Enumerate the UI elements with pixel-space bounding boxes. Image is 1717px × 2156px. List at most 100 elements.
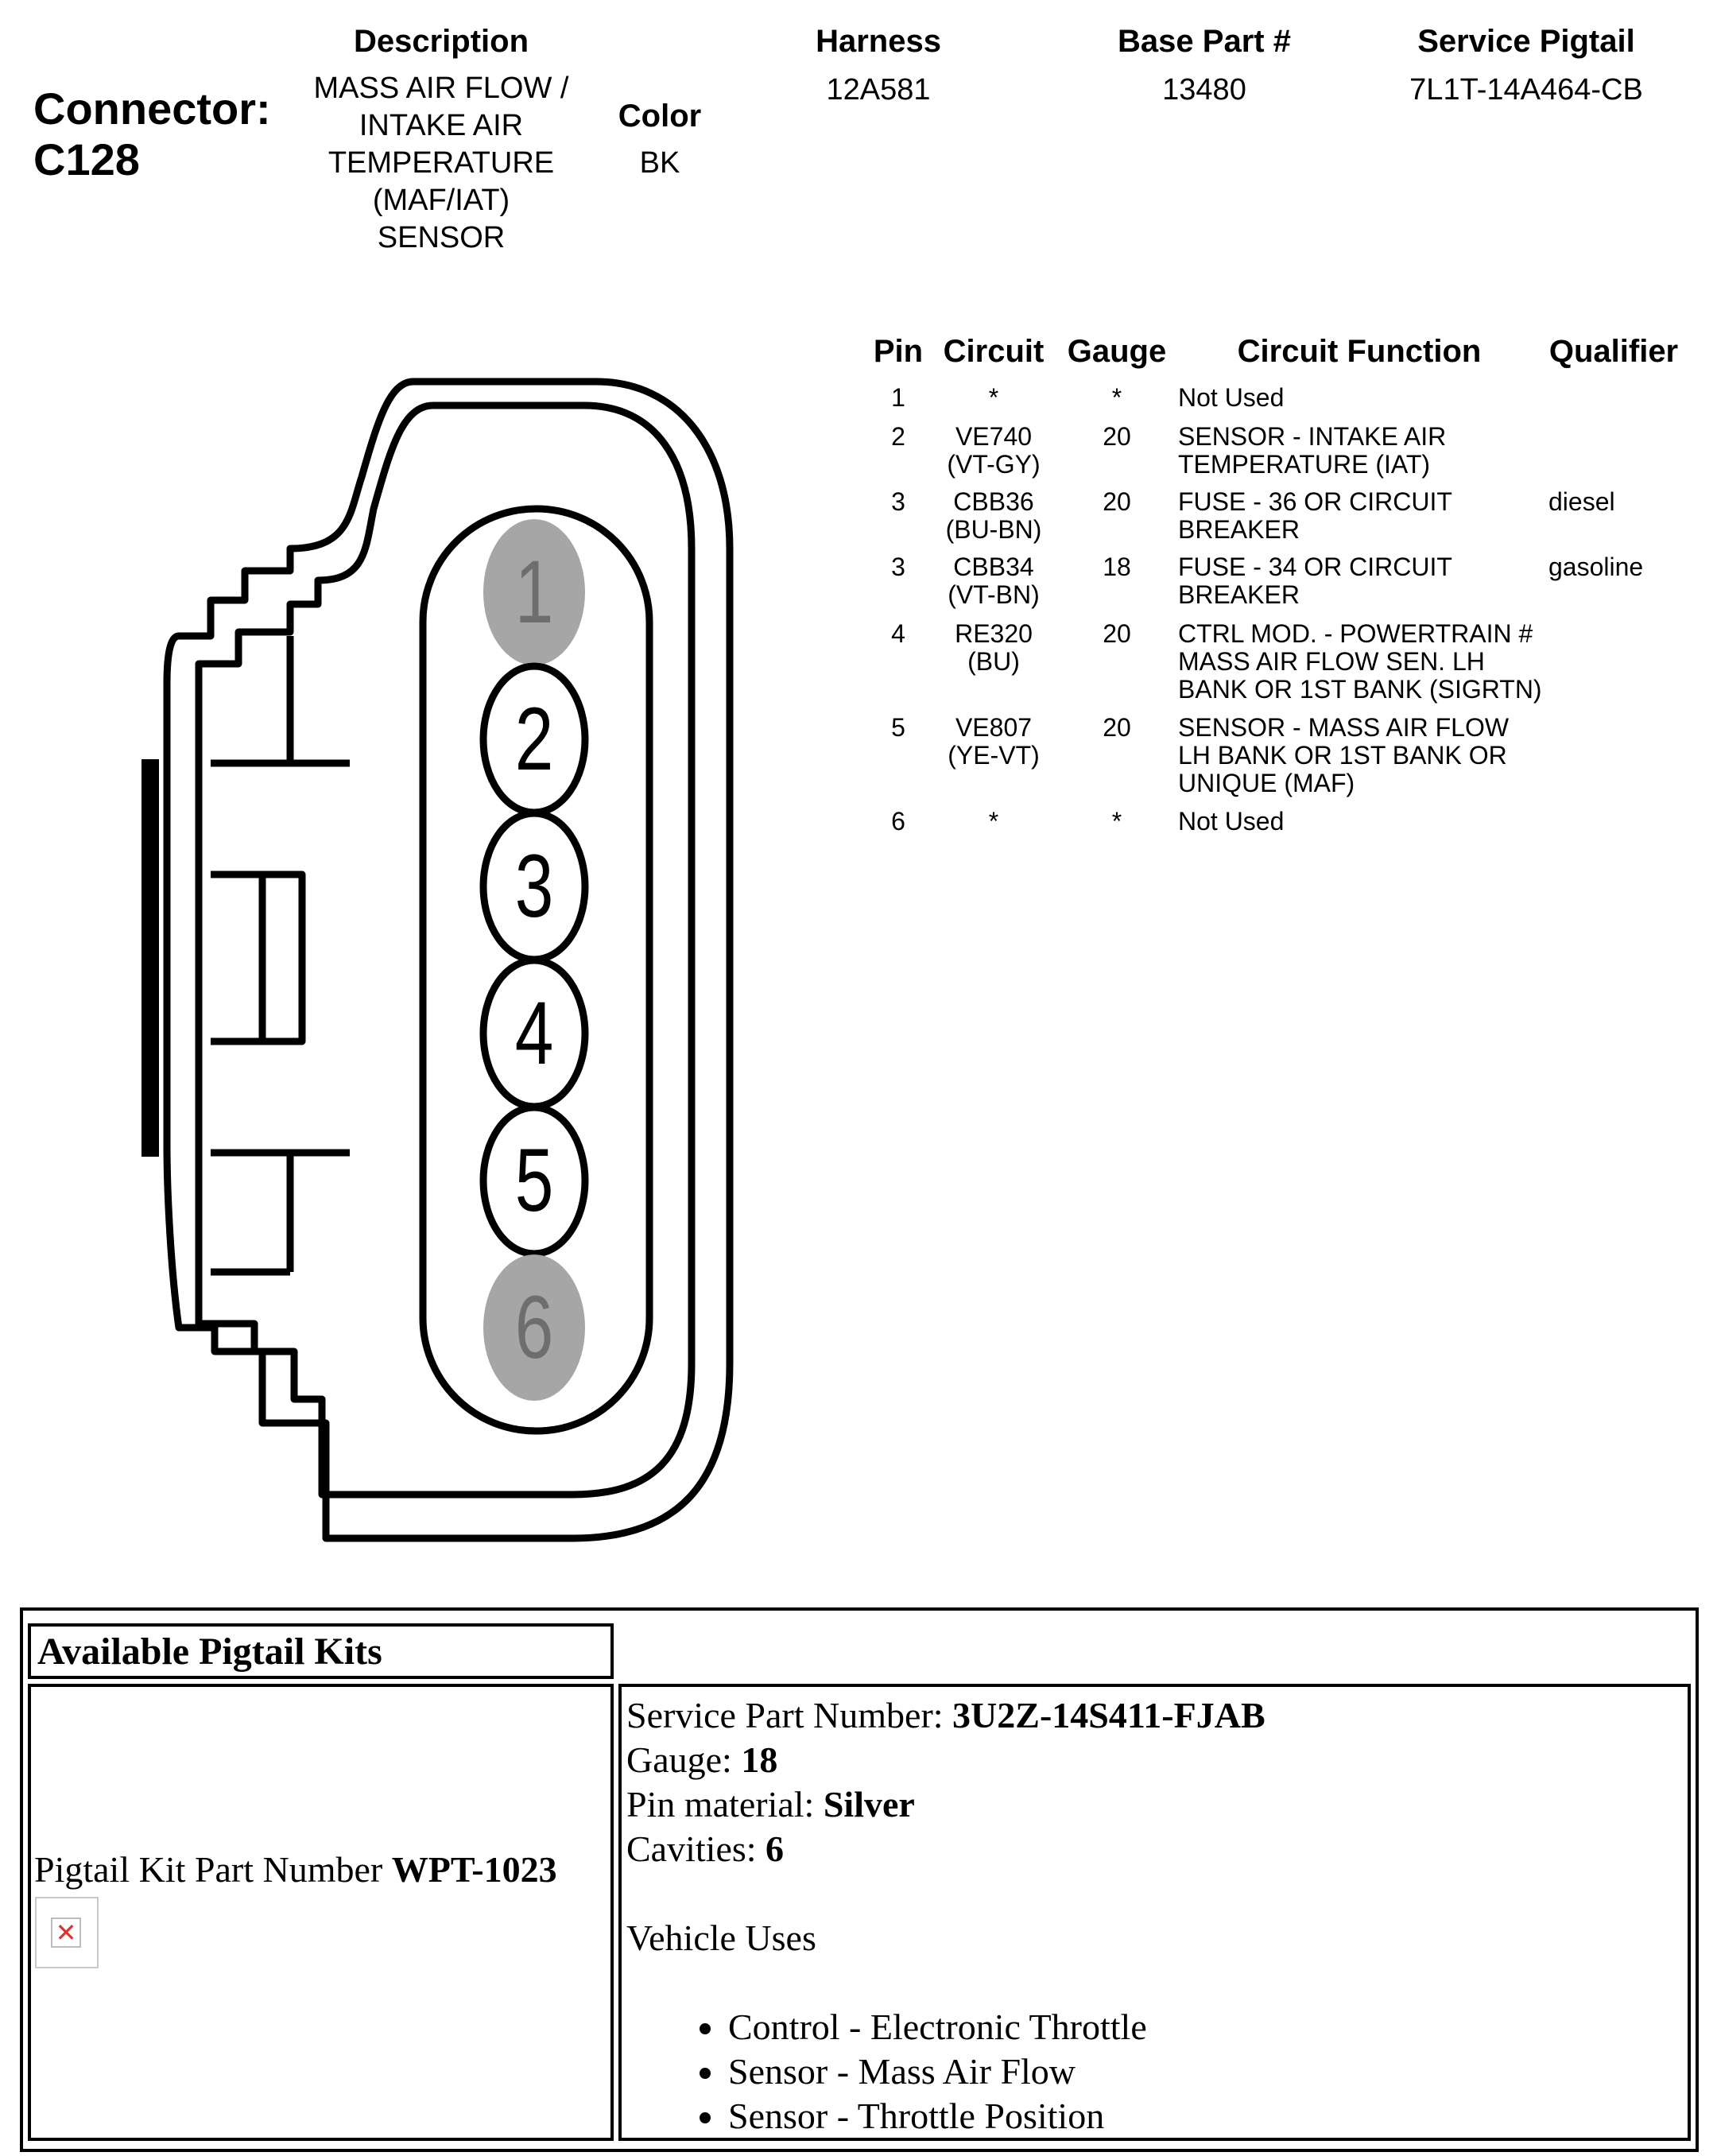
circuit-color-line: (BU-BN) [945, 515, 1042, 544]
pin-5-label: 5 [515, 1131, 554, 1231]
description-line: TEMPERATURE [328, 146, 555, 180]
gauge-value: * [1111, 807, 1122, 836]
circuit-code: RE320 (BU) [930, 620, 1057, 676]
circuit-function: SENSOR - MASS AIR FLOW LH BANK OR 1ST BA… [1178, 714, 1509, 797]
circuit-function: SENSOR - INTAKE AIR TEMPERATURE (IAT) [1178, 423, 1446, 479]
circuit-code-line: VE740 [955, 422, 1033, 451]
cavities-value: 6 [765, 1828, 785, 1869]
kit-label: Pigtail Kit Part Number [34, 1849, 392, 1890]
pin-number: 1 [891, 383, 905, 412]
pin-3: 3 [479, 809, 589, 964]
column-header-qualifier: Qualifier [1548, 334, 1679, 369]
circuit-code: CBB36 (BU-BN) [930, 488, 1057, 544]
gauge-value: * [1111, 383, 1122, 412]
pin-number: 4 [891, 619, 905, 648]
column-header-gauge: Gauge [1067, 334, 1167, 369]
circuit-code: CBB34 (VT-BN) [930, 553, 1057, 609]
gauge-label: Gauge: [626, 1739, 742, 1780]
pin-number: 5 [891, 713, 905, 742]
circuit-code-line: VE807 [955, 713, 1033, 742]
latch-detail [211, 759, 350, 1157]
service-part-label: Service Part Number: [626, 1695, 953, 1735]
column-header-circuit-function: Circuit Function [1237, 334, 1482, 369]
function-line: TEMPERATURE (IAT) [1178, 450, 1431, 479]
function-line: BREAKER [1178, 580, 1300, 609]
pin-6-circle [483, 1254, 585, 1401]
description-line: (MAF/IAT) [372, 184, 510, 217]
circuit-code: VE807 (YE-VT) [930, 714, 1057, 770]
gauge-value: 20 [1103, 619, 1131, 648]
vehicle-uses-heading: Vehicle Uses [626, 1918, 816, 1958]
kit-number: WPT-1023 [391, 1849, 557, 1890]
pin-5: 5 [479, 1103, 589, 1258]
gauge-value: 20 [1103, 713, 1131, 742]
latch-detail [211, 636, 294, 1276]
circuit-code: * [988, 383, 999, 412]
function-line: SENSOR - MASS AIR FLOW [1178, 713, 1510, 742]
pin-number: 6 [891, 807, 905, 836]
circuit-function: CTRL MOD. - POWERTRAIN # MASS AIR FLOW S… [1178, 620, 1542, 704]
pin-6-label: 6 [515, 1278, 554, 1378]
base-part-value: 13480 [1162, 73, 1246, 107]
gauge-value: 20 [1103, 422, 1131, 451]
pin-number: 3 [891, 487, 905, 516]
description-value: MASS AIR FLOW / INTAKE AIR TEMPERATURE (… [266, 70, 616, 257]
pin-2: 2 [479, 662, 589, 816]
gauge-value: 18 [1103, 553, 1131, 581]
pin-6: 6 [483, 1254, 585, 1401]
circuit-function: Not Used [1178, 383, 1285, 412]
pin-number: 3 [891, 553, 905, 581]
pin-3-label: 3 [515, 837, 554, 936]
qualifier: diesel [1548, 487, 1615, 516]
color-value: BK [639, 146, 680, 180]
connector-id: C128 [33, 134, 140, 184]
pin-4: 4 [479, 956, 589, 1111]
pin-1-label: 1 [515, 543, 554, 642]
pigtail-details-cell: Service Part Number: 3U2Z-14S411-FJAB Ga… [618, 1684, 1691, 2141]
circuit-function: FUSE - 34 OR CIRCUIT BREAKER [1178, 553, 1452, 609]
connector-heading: Connector: C128 [33, 83, 271, 185]
function-line: SENSOR - INTAKE AIR [1178, 422, 1447, 451]
circuit-color-line: (VT-GY) [947, 450, 1041, 479]
pin-1: 1 [483, 519, 585, 665]
pin-group: 1 2 3 4 5 6 [479, 519, 589, 1401]
connector-diagram: 1 2 3 4 5 6 [141, 378, 734, 1542]
pigtail-kits-table [20, 1607, 1699, 2152]
circuit-color-line: (BU) [967, 647, 1020, 676]
column-header-pin: Pin [873, 334, 924, 369]
circuit-function: FUSE - 36 OR CIRCUIT BREAKER [1178, 488, 1452, 544]
base-part-heading: Base Part # [1118, 24, 1291, 59]
column-header-circuit: Circuit [943, 334, 1045, 369]
service-part-value: 3U2Z-14S411-FJAB [952, 1695, 1265, 1735]
circuit-code-line: RE320 [955, 619, 1033, 648]
circuit-color-line: (YE-VT) [948, 741, 1040, 770]
pin-number: 2 [891, 422, 905, 451]
service-pigtail-value: 7L1T-14A464-CB [1409, 73, 1643, 107]
description-line: SENSOR [377, 221, 506, 254]
pin-4-label: 4 [515, 984, 554, 1084]
cavities: Cavities: 6 [626, 1827, 1683, 1871]
circuit-code-line: CBB34 [953, 553, 1034, 581]
pigtail-kits-title: Available Pigtail Kits [37, 1631, 382, 1673]
list-item: Control - Electronic Throttle [727, 2005, 1683, 2049]
harness-heading: Harness [816, 24, 941, 59]
list-item: Sensor - Throttle Position [727, 2094, 1683, 2139]
description-heading: Description [353, 24, 529, 59]
circuit-code: VE740 (VT-GY) [930, 423, 1057, 479]
pin-5-circle [479, 1103, 589, 1258]
pin-material-label: Pin material: [626, 1784, 824, 1824]
pin-2-label: 2 [515, 690, 554, 789]
function-line: CTRL MOD. - POWERTRAIN # [1178, 619, 1533, 648]
broken-image-icon: ✕ [35, 1897, 99, 1968]
vehicle-uses-list: Control - Electronic Throttle Sensor - M… [626, 2005, 1683, 2139]
circuit-code: * [988, 807, 999, 836]
pigtail-kit-cell: Pigtail Kit Part Number WPT-1023 ✕ [28, 1684, 614, 2141]
pin-1-circle [483, 519, 585, 665]
pin-cavity [419, 505, 653, 1435]
service-part-number: Service Part Number: 3U2Z-14S411-FJAB [626, 1693, 1683, 1738]
pigtail-kits-title-cell: Available Pigtail Kits [28, 1623, 614, 1679]
color-heading: Color [618, 99, 702, 134]
gauge-value: 18 [741, 1739, 778, 1780]
gauge: Gauge: 18 [626, 1738, 1683, 1782]
description-line: MASS AIR FLOW / [313, 72, 569, 105]
